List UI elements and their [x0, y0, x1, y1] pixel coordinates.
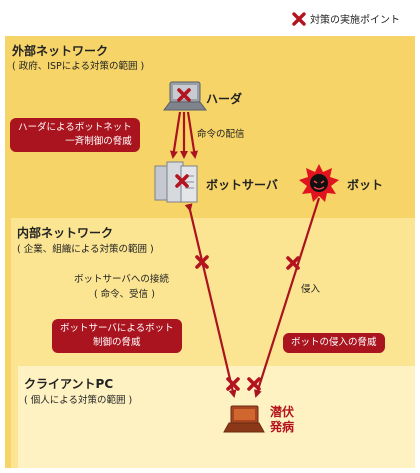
- external-zone-subtitle: ( 政府、ISPによる対策の範囲 ): [12, 61, 145, 72]
- internal-zone-subtitle: ( 企業、組織による対策の範囲 ): [17, 244, 154, 255]
- bot-label: ボット: [347, 178, 384, 192]
- connection-arrow: [184, 203, 237, 398]
- internal-zone-title: 内部ネットワーク: [17, 226, 114, 240]
- intrusion-arrow: [254, 197, 321, 398]
- command-arrows: [169, 111, 199, 159]
- x-mark-intrusion: [286, 256, 300, 270]
- bot-server-label: ボットサーバ: [206, 178, 278, 192]
- countermeasure-x-marks: [175, 88, 300, 391]
- herder-label: ハーダ: [206, 92, 243, 106]
- bot-devil-icon: [299, 164, 339, 202]
- x-mark-icon: [292, 11, 306, 26]
- intrusion-label: 侵入: [301, 284, 321, 295]
- herder-threat-callout: ハーダによるボットネット 一斉制御の脅威: [10, 118, 140, 152]
- connect-label: ボットサーバへの接続 ( 命令、受信 ): [74, 274, 169, 300]
- legend-label: 対策の実施ポイント: [310, 15, 400, 26]
- client-zone-title: クライアントPC: [24, 377, 114, 391]
- intrusion-threat-callout: ボットの侵入の脅威: [283, 333, 385, 353]
- x-mark-client-left: [226, 377, 240, 391]
- bot-server-icon: [154, 161, 198, 203]
- x-mark-connection: [195, 255, 209, 269]
- latent-label: 潜伏 発病: [270, 405, 295, 434]
- legend: 対策の実施ポイント: [292, 11, 400, 26]
- bot-server-threat-callout: ボットサーバによるボット 制御の脅威: [52, 319, 182, 353]
- x-mark-bot-server: [175, 174, 189, 188]
- x-mark-herder: [177, 88, 191, 102]
- external-zone-title: 外部ネットワーク: [12, 44, 109, 58]
- x-mark-client-right: [247, 377, 261, 391]
- client-laptop-icon: [223, 405, 265, 433]
- command-distribution-label: 命令の配信: [197, 129, 245, 140]
- client-zone-subtitle: ( 個人による対策の範囲 ): [24, 395, 133, 406]
